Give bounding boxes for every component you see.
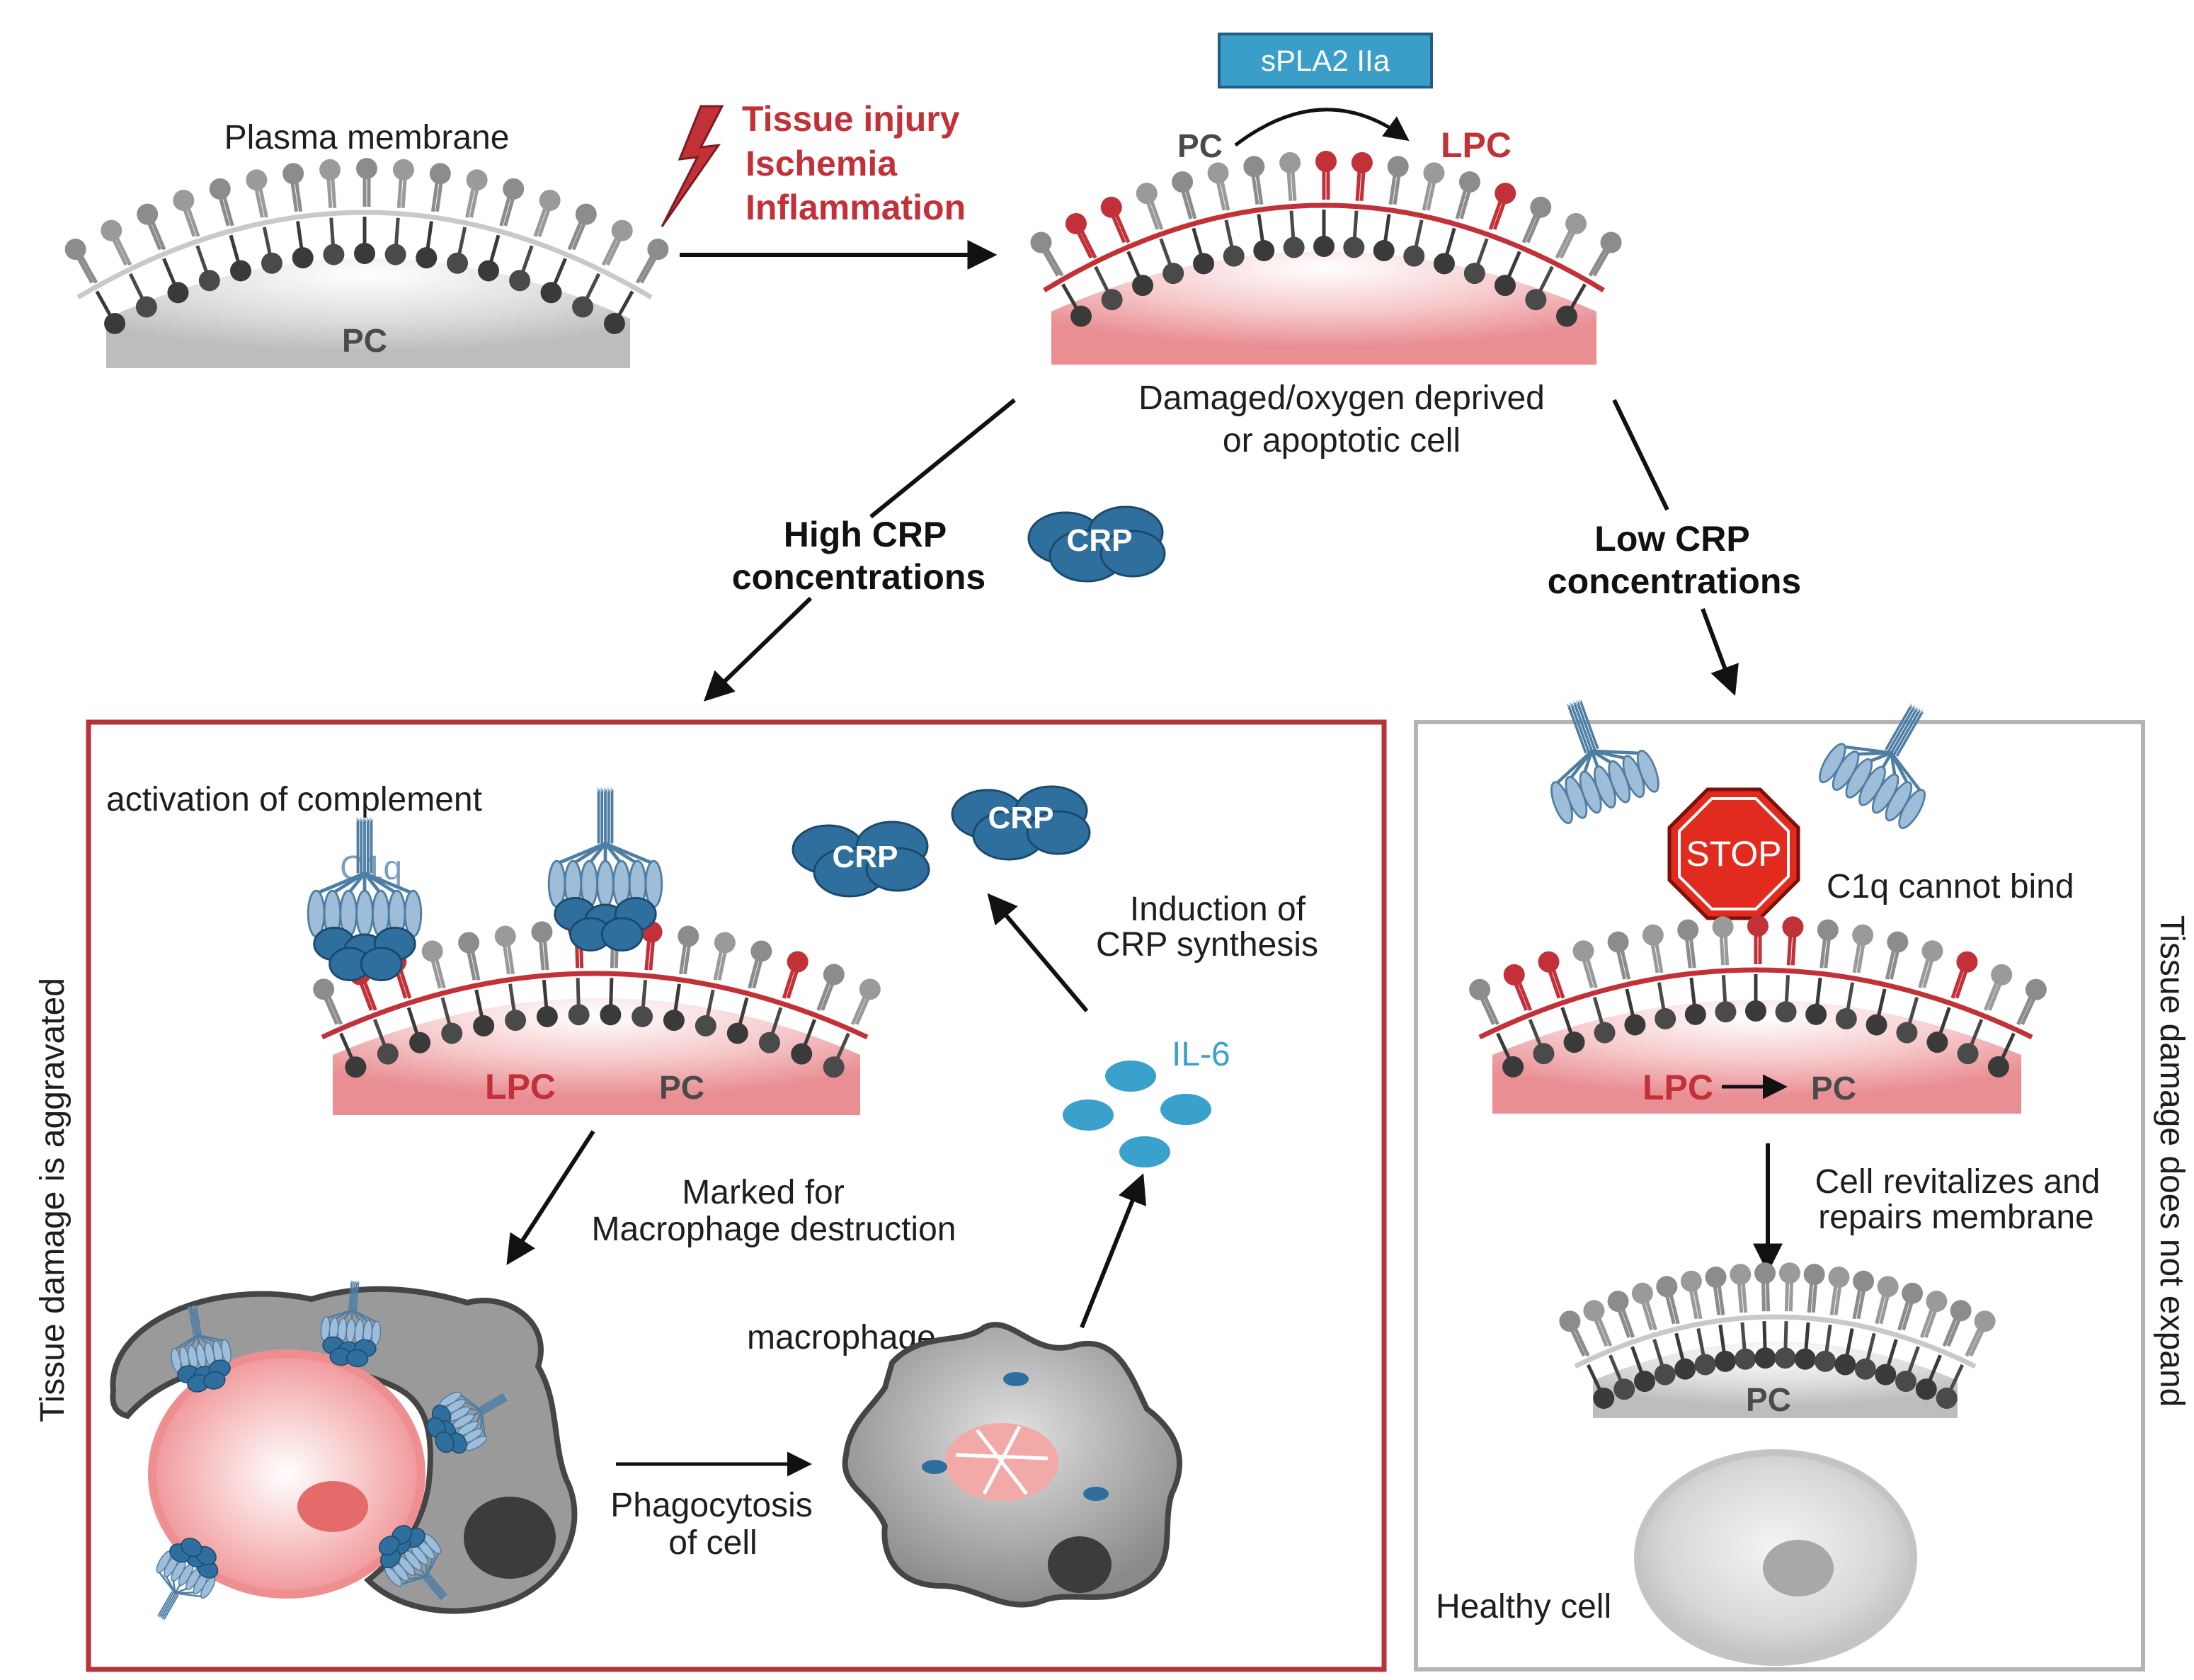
lipid-bilayer: [64, 158, 669, 334]
c1q-free-icon: [1550, 699, 1659, 825]
low-crp-line2: concentrations: [1548, 561, 1801, 601]
damaged-cell-line1: Damaged/oxygen deprived: [1138, 379, 1545, 417]
reaction-lpc: LPC: [1441, 125, 1512, 165]
pc-label: PC: [342, 322, 387, 359]
plasma-membrane-label: Plasma membrane: [224, 119, 510, 156]
crp-pentamer-icon: CRP: [951, 785, 1091, 861]
revitalize-line2: repairs membrane: [1818, 1199, 2093, 1236]
left-lpc-label: LPC: [485, 1067, 556, 1107]
healthy-pc-label: PC: [1746, 1381, 1791, 1418]
enzyme-label: sPLA2 IIa: [1261, 44, 1390, 77]
crp-label: CRP: [1067, 523, 1133, 558]
arrow-low-crp-bottom: [1701, 607, 1739, 696]
reaction-arrow: [1234, 108, 1410, 147]
repaired-membrane-illustration: [1469, 915, 2047, 1114]
stop-sign-icon: STOP: [1667, 787, 1800, 920]
arrow-high-crp-bottom: [703, 596, 813, 702]
low-crp-line1: Low CRP: [1594, 519, 1749, 559]
left-side-label: Tissue damage is aggravated: [34, 978, 72, 1422]
healthy-cell-label: Healthy cell: [1436, 1588, 1611, 1625]
reaction-pc: PC: [1177, 127, 1223, 164]
arrow-low-crp-top: [1612, 399, 1669, 511]
trigger-tissue-injury: Tissue injury: [742, 99, 960, 139]
left-pc-label: PC: [659, 1069, 704, 1106]
healthy-membrane-illustration: [1559, 1262, 1996, 1418]
revitalize-line1: Cell revitalizes and: [1815, 1163, 2101, 1201]
high-crp-line2: concentrations: [732, 557, 985, 597]
arrow-marked: [506, 1130, 595, 1266]
marked-line2: Macrophage destruction: [592, 1211, 956, 1248]
right-side-label: Tissue damage does not expand: [2153, 915, 2190, 1407]
high-crp-line1: High CRP: [784, 515, 947, 554]
crp-label: CRP: [988, 801, 1054, 835]
crp-pentamer-icon: CRP: [792, 821, 930, 898]
arrow-to-il6: [1080, 1173, 1147, 1329]
lipid-bilayer-complement: [313, 919, 881, 1078]
il6-molecules: [1063, 1061, 1211, 1167]
marked-line1: Marked for: [682, 1174, 844, 1211]
left-panel: [86, 719, 1387, 1672]
arrow-induction: [987, 893, 1089, 1012]
induction-line1: Induction of: [1130, 891, 1306, 928]
macrophage-illustration: [842, 1322, 1183, 1608]
healthy-cell-illustration: [1634, 1449, 1917, 1666]
plasma-membrane-illustration: [64, 158, 669, 368]
enzyme-box: [1218, 33, 1433, 88]
lipid-bilayer-healthy: [1559, 1262, 1996, 1409]
induction-line2: CRP synthesis: [1096, 926, 1318, 964]
c1q-bound-icon: [307, 817, 423, 981]
c1q-free-icon: [1819, 703, 1926, 830]
right-panel: [1414, 720, 2145, 1672]
damaged-cell-line2: or apoptotic cell: [1223, 422, 1461, 459]
crp-pentamer-icon: CRP: [1027, 505, 1166, 583]
right-arrow-pc: PC: [1811, 1070, 1856, 1107]
complement-membrane-illustration: [313, 919, 881, 1115]
engulfing-macrophage-illustration: [110, 1280, 578, 1621]
phago-line2: of cell: [668, 1524, 757, 1562]
phago-line1: Phagocytosis: [610, 1487, 813, 1524]
c1q-bound-icon: [547, 787, 663, 952]
trigger-inflammation: Inflammation: [745, 188, 966, 227]
crp-label: CRP: [833, 840, 898, 874]
lightning-icon: [661, 105, 724, 227]
complement-label: activation of complement: [106, 781, 482, 818]
right-lpc-label: LPC: [1642, 1068, 1713, 1107]
lipid-bilayer-right: [1469, 915, 2047, 1078]
stop-label: STOP: [1686, 834, 1781, 874]
c1q-cannot-label: C1q cannot bind: [1827, 868, 2074, 905]
trigger-ischemia: Ischemia: [745, 144, 898, 183]
lipid-bilayer-damaged: [1030, 151, 1622, 327]
damaged-membrane-illustration: [1030, 151, 1622, 365]
arrow-high-crp-top: [869, 398, 1016, 519]
il6-label: IL-6: [1172, 1036, 1230, 1073]
